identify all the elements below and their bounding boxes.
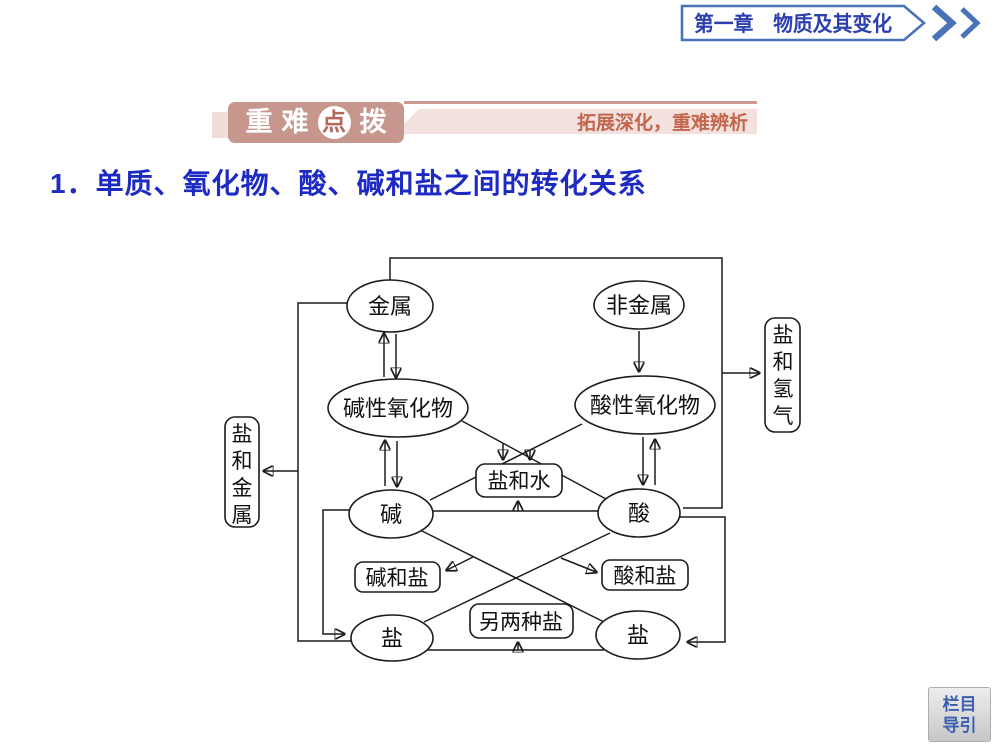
chapter-title: 第一章 物质及其变化 bbox=[694, 12, 892, 36]
box-acid-salt-shape bbox=[601, 559, 689, 591]
node-metal: 金属 bbox=[346, 279, 434, 333]
edge-to-acid-salt bbox=[560, 557, 596, 572]
banner-dot-circle: 点 bbox=[317, 106, 351, 139]
edge-acidicoxide-base-diagonal bbox=[429, 423, 583, 501]
node-salt-left-label: 盐 bbox=[381, 626, 403, 651]
edge-base-to-salt-left bbox=[322, 509, 349, 634]
chapter-tab: 第一章 物质及其变化 bbox=[680, 4, 981, 42]
node-acidic-oxide-shape bbox=[574, 375, 716, 435]
box-two-salts: 另两种盐 bbox=[469, 603, 574, 639]
box-acid-salt: 酸和盐 bbox=[601, 559, 689, 591]
node-nonmetal-label: 非金属 bbox=[606, 293, 672, 318]
edge-acid-saltleft-diagonal bbox=[423, 532, 611, 623]
box-salt-water-label: 盐和水 bbox=[488, 469, 551, 493]
banner-char: 难 bbox=[281, 107, 309, 137]
box-base-salt: 碱和盐 bbox=[354, 561, 441, 593]
node-acid: 酸 bbox=[597, 488, 681, 538]
box-base-salt-shape bbox=[354, 561, 441, 593]
box-salt-water-shape bbox=[475, 463, 563, 498]
node-nonmetal-shape bbox=[593, 280, 685, 330]
banner-tagline: 拓展深化，重难辨析 bbox=[576, 113, 748, 134]
banner-char: 拨 bbox=[359, 107, 387, 137]
box-salt-metal-shape bbox=[224, 416, 260, 528]
banner-strip-topline bbox=[404, 101, 757, 104]
node-basic-oxide: 碱性氧化物 bbox=[327, 378, 469, 438]
chevron-right-icon bbox=[931, 4, 957, 42]
box-salt-metal-label: 盐和金属 bbox=[231, 422, 253, 527]
banner-char: 重 bbox=[245, 107, 273, 137]
node-metal-label: 金属 bbox=[368, 294, 412, 319]
edge-metal-salt-rail bbox=[297, 302, 351, 642]
chevron-right-icon bbox=[960, 7, 981, 39]
banner-tagline-strip: 拓展深化，重难辨析 bbox=[404, 109, 757, 134]
nav-button-line2: 导引 bbox=[942, 715, 977, 735]
node-acid-shape bbox=[597, 488, 681, 538]
box-two-salts-shape bbox=[469, 603, 574, 639]
box-two-salts-label: 另两种盐 bbox=[479, 610, 563, 634]
node-salt-right: 盐 bbox=[595, 610, 681, 660]
node-salt-left-shape bbox=[350, 614, 434, 662]
edge-to-base-salt bbox=[447, 556, 474, 570]
nav-button[interactable]: 栏目 导引 bbox=[928, 687, 991, 742]
node-basic-oxide-label: 碱性氧化物 bbox=[343, 396, 453, 421]
box-salt-hydrogen-label: 盐和氢气 bbox=[772, 323, 794, 428]
banner-char: 点 bbox=[322, 108, 346, 136]
edge-metal-acid-rail bbox=[389, 257, 723, 509]
node-base-label: 碱 bbox=[380, 502, 402, 527]
node-acid-label: 酸 bbox=[628, 501, 650, 526]
box-acid-salt-label: 酸和盐 bbox=[614, 564, 677, 588]
box-base-salt-label: 碱和盐 bbox=[366, 566, 429, 590]
node-metal-shape bbox=[346, 279, 434, 333]
chapter-tab-outline bbox=[680, 4, 927, 42]
node-base-shape bbox=[348, 489, 434, 539]
section-banner: 重 难 点 拨 bbox=[228, 102, 404, 143]
node-nonmetal: 非金属 bbox=[593, 280, 685, 330]
box-salt-water: 盐和水 bbox=[475, 463, 563, 498]
banner-left-stub bbox=[212, 112, 229, 138]
node-base: 碱 bbox=[348, 489, 434, 539]
node-salt-right-label: 盐 bbox=[627, 623, 649, 648]
node-acidic-oxide-label: 酸性氧化物 bbox=[590, 393, 700, 418]
node-acidic-oxide: 酸性氧化物 bbox=[574, 375, 716, 435]
page-title: 1．单质、氧化物、酸、碱和盐之间的转化关系 bbox=[50, 168, 647, 199]
edge-base-saltright-diagonal bbox=[421, 530, 607, 624]
edge-acid-to-salt-right bbox=[680, 516, 726, 642]
node-salt-right-shape bbox=[595, 610, 681, 660]
box-salt-hydrogen-shape bbox=[764, 317, 801, 433]
nav-button-line1: 栏目 bbox=[942, 694, 977, 714]
node-basic-oxide-shape bbox=[327, 378, 469, 438]
node-salt-left: 盐 bbox=[350, 614, 434, 662]
